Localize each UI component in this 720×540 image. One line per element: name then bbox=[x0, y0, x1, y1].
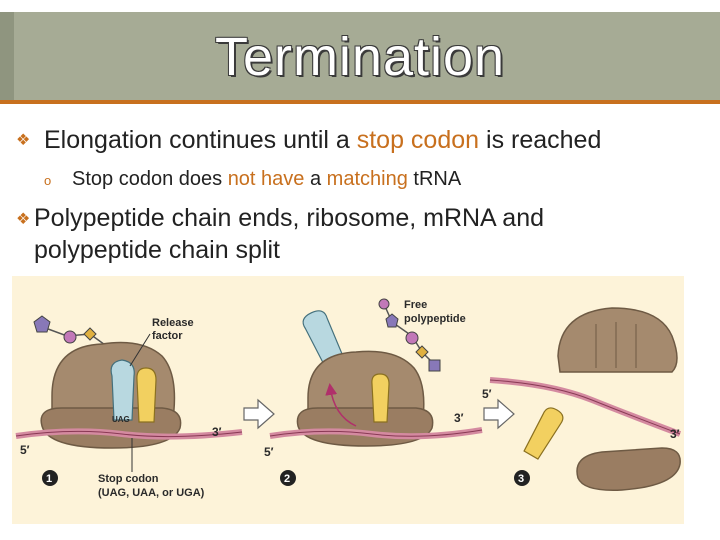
slide-title: Termination bbox=[214, 27, 506, 87]
title-bar bbox=[0, 12, 720, 104]
release-arrow bbox=[325, 383, 357, 427]
amino-acid-circle bbox=[63, 330, 77, 344]
bullet-2-line-1: Polypeptide chain ends, ribosome, mRNA a… bbox=[34, 204, 544, 233]
step-arrow-1 bbox=[243, 398, 275, 430]
five-prime-label-1: 5′ bbox=[20, 443, 30, 457]
mrna-strand-outline bbox=[15, 430, 243, 438]
free-polypeptide-label-1: Free bbox=[404, 299, 427, 311]
three-prime-label-1: 3′ bbox=[212, 425, 222, 439]
small-subunit-free bbox=[576, 447, 681, 491]
bullet-2-line-2: polypeptide chain split bbox=[34, 236, 280, 264]
step-1-number: 1 bbox=[46, 473, 52, 485]
free-polypeptide-label-2: polypeptide bbox=[404, 313, 466, 325]
codon-letters: UAG bbox=[112, 415, 130, 424]
five-prime-label-3: 5′ bbox=[482, 387, 492, 401]
panel-3: 5′ 3′ 3 bbox=[482, 307, 682, 491]
bullet-2-text-a: Polypeptide chain ends, ribosome, m bbox=[34, 204, 444, 232]
termination-diagram: UAG Release factor 5′ 3′ 1 Stop codon (U… bbox=[15, 298, 682, 499]
sub-bullet-highlight-1: not have bbox=[227, 168, 305, 190]
step-2-badge bbox=[280, 470, 296, 486]
panel-1: UAG Release factor 5′ 3′ 1 Stop codon (U… bbox=[15, 315, 243, 499]
five-prime-label-2: 5′ bbox=[264, 445, 274, 459]
bullet-2-text-b: RNA and bbox=[443, 204, 545, 232]
ribosome-small-subunit bbox=[40, 407, 182, 449]
bullet-1-highlight: stop codon bbox=[356, 126, 480, 154]
step-2-number: 2 bbox=[284, 473, 290, 485]
three-prime-label-3: 3′ bbox=[670, 427, 680, 441]
sub-bullet-text-c: tRNA bbox=[407, 168, 462, 190]
amino-acid-diamond bbox=[83, 327, 97, 341]
termination-figure: UAG Release factor 5′ 3′ 1 Stop codon (U… bbox=[12, 276, 684, 524]
step-3-number: 3 bbox=[518, 473, 524, 485]
title-accent-line bbox=[0, 100, 720, 104]
three-prime-label-2: 3′ bbox=[454, 411, 464, 425]
sub-bullet-text-b: a bbox=[304, 168, 327, 190]
step-arrow-2 bbox=[483, 398, 515, 430]
bullet-1-text-b: is reached bbox=[479, 126, 602, 154]
panel-2: Free polypeptide 5′ 3′ 2 bbox=[264, 298, 483, 486]
circle-bullet-icon: o bbox=[44, 173, 52, 188]
release-factor-label-1: Release bbox=[152, 317, 194, 329]
released-trna bbox=[523, 407, 564, 460]
release-factor bbox=[110, 359, 135, 421]
diamond-bullet-icon: ❖ bbox=[16, 132, 31, 149]
large-subunit-free bbox=[557, 307, 678, 373]
amino-acid-pentagon bbox=[33, 315, 51, 333]
step-1-badge bbox=[42, 470, 58, 486]
bullet-1: Elongation continues until a stop codon … bbox=[44, 126, 601, 155]
sub-bullet-text-a: Stop codon does bbox=[72, 168, 228, 190]
sub-bullet-1: Stop codon does not have a matching tRNA bbox=[72, 168, 461, 191]
stop-codon-label-1: Stop codon bbox=[98, 473, 159, 485]
stop-codon-label-2: (UAG, UAA, or UGA) bbox=[98, 487, 205, 499]
sub-bullet-highlight-2: matching bbox=[326, 168, 408, 190]
release-factor-label-2: factor bbox=[152, 330, 183, 342]
bullet-1-text-a: Elongation continues until a bbox=[44, 126, 357, 154]
trna-yellow bbox=[136, 367, 157, 423]
step-3-badge bbox=[514, 470, 530, 486]
diamond-bullet-icon: ❖ bbox=[16, 211, 31, 228]
title-bar-shade bbox=[0, 12, 14, 104]
